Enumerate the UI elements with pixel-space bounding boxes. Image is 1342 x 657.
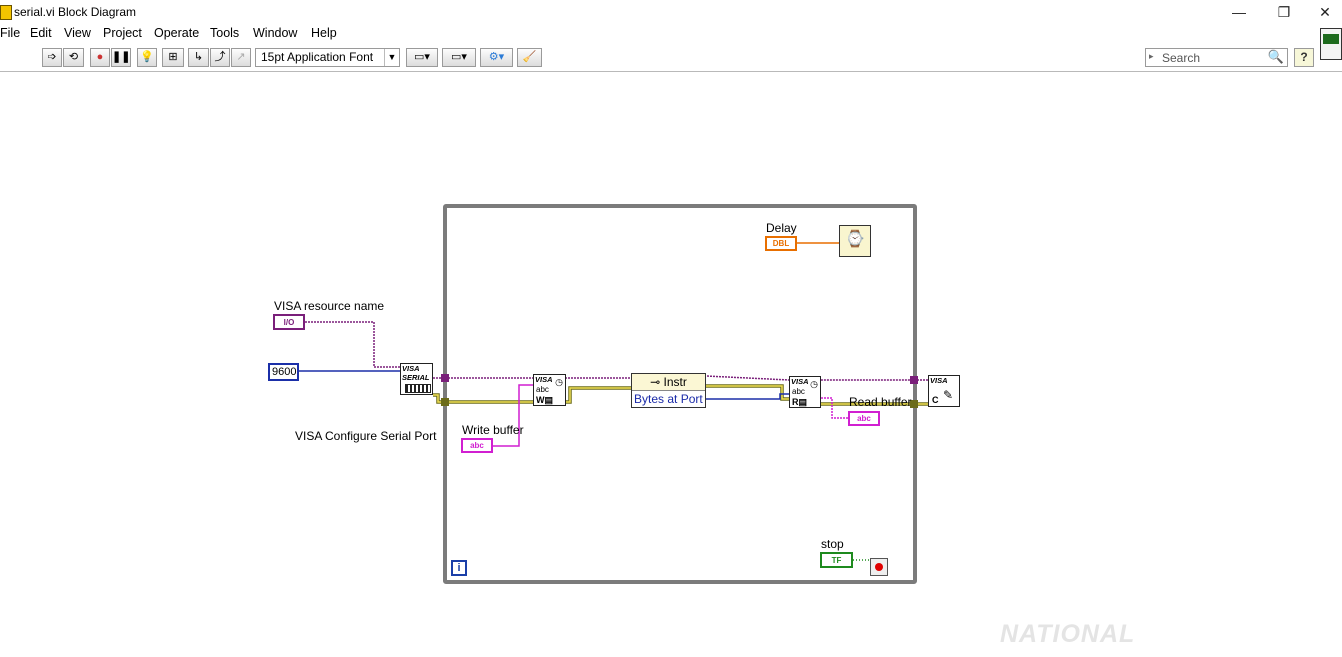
- property-node-class-text: Instr: [663, 375, 687, 389]
- step-out-button[interactable]: ↗: [231, 48, 251, 67]
- restore-button[interactable]: ❐: [1277, 4, 1291, 20]
- reorder-button[interactable]: ⚙▾: [480, 48, 513, 67]
- menu-edit[interactable]: Edit: [30, 26, 52, 40]
- delay-terminal[interactable]: DBL: [765, 236, 797, 251]
- menu-file[interactable]: File: [0, 26, 21, 40]
- loop-condition-terminal[interactable]: [870, 558, 888, 576]
- toolbar: ➩ ⟲ ● ❚❚ 💡 ⊞ ↳ ⤴ ↗ 15pt Application Font…: [0, 45, 1342, 72]
- menu-tools[interactable]: Tools: [210, 26, 240, 40]
- clean-up-diagram-button[interactable]: 🧹: [517, 48, 542, 67]
- step-into-button[interactable]: ↳: [188, 48, 209, 67]
- reference-icon: ⊸: [650, 375, 664, 389]
- refnum-tunnel-in[interactable]: [441, 374, 449, 382]
- visa-write-node[interactable]: VISA abc ◷ W▤: [533, 374, 566, 406]
- pencil-icon: ✎: [943, 388, 954, 402]
- distribute-objects-button[interactable]: ▭▾: [442, 48, 476, 67]
- wait-ms-node[interactable]: ⌚: [839, 225, 871, 257]
- search-mode-icon: ▸: [1149, 51, 1154, 61]
- search-input[interactable]: Search: [1162, 51, 1201, 65]
- clock-icon: ◷: [555, 377, 563, 387]
- close-button[interactable]: ✕: [1319, 4, 1331, 20]
- error-wire-a-inner: [433, 394, 533, 403]
- visa-close-node[interactable]: VISA C ✎: [928, 375, 960, 407]
- visa-resource-label: VISA resource name: [274, 299, 385, 313]
- ni-watermark: NATIONAL: [1000, 620, 1136, 648]
- pause-button[interactable]: ❚❚: [111, 48, 131, 67]
- context-help-button[interactable]: ?: [1294, 48, 1314, 67]
- font-selector-value: 15pt Application Font: [261, 50, 374, 64]
- abc-icon: abc: [792, 387, 805, 396]
- retain-wire-values-button[interactable]: ⊞: [162, 48, 184, 67]
- search-icon[interactable]: 🔍: [1267, 49, 1284, 64]
- highlight-execution-button[interactable]: 💡: [137, 48, 157, 67]
- visa-read-node[interactable]: VISA abc ◷ R▤: [789, 376, 821, 408]
- watch-icon: ⌚: [845, 231, 865, 248]
- write-buffer-wire: [493, 384, 534, 447]
- visa-resource-terminal[interactable]: I/O: [273, 314, 305, 330]
- minimize-button[interactable]: —: [1232, 4, 1246, 20]
- menu-operate[interactable]: Operate: [154, 26, 200, 40]
- read-buffer-label: Read buffer: [849, 395, 912, 409]
- visa-configure-serial-port-node[interactable]: VISA SERIAL: [400, 363, 433, 395]
- property-bytes-at-port[interactable]: Bytes at Port: [634, 392, 703, 406]
- chevron-down-icon: ▼: [384, 49, 399, 66]
- title-bar: serial.vi Block Diagram — ❐ ✕: [0, 0, 1342, 24]
- step-over-button[interactable]: ⤴: [210, 48, 230, 67]
- error-wire-b-inner: [566, 387, 632, 403]
- labview-app-icon: [0, 5, 12, 20]
- stop-terminal[interactable]: TF: [820, 552, 853, 568]
- vi-icon[interactable]: [1320, 28, 1342, 60]
- while-loop[interactable]: [443, 204, 917, 584]
- search-box[interactable]: ▸ Search 🔍: [1145, 48, 1288, 67]
- bytes-at-port-wire: [706, 393, 790, 400]
- visa-close-node-text: VISA: [930, 376, 948, 385]
- run-continuously-button[interactable]: ⟲: [63, 48, 84, 67]
- run-button[interactable]: ➩: [42, 48, 62, 67]
- visa-resource-wire: [305, 321, 401, 368]
- abc-icon: abc: [536, 385, 549, 394]
- visa-configure-node-text: VISA SERIAL: [402, 364, 430, 382]
- read-buffer-wire: [821, 397, 848, 419]
- menu-project[interactable]: Project: [103, 26, 142, 40]
- abort-button[interactable]: ●: [90, 48, 110, 67]
- property-node-class: ⊸ Instr: [632, 374, 705, 391]
- baud-rate-constant[interactable]: 9600: [268, 363, 299, 381]
- clock-icon: ◷: [810, 379, 818, 389]
- error-tunnel-out[interactable]: [910, 400, 918, 408]
- window-title: serial.vi Block Diagram: [14, 5, 137, 19]
- read-r-icon: R▤: [792, 397, 808, 407]
- menu-help[interactable]: Help: [311, 26, 337, 40]
- write-buffer-label: Write buffer: [462, 423, 524, 437]
- delay-label: Delay: [766, 221, 797, 235]
- menu-bar: File Edit View Project Operate Tools Win…: [0, 24, 1342, 44]
- visa-read-node-text: VISA: [791, 377, 809, 386]
- align-objects-button[interactable]: ▭▾: [406, 48, 438, 67]
- visa-write-node-text: VISA: [535, 375, 553, 384]
- stop-label: stop: [821, 537, 844, 551]
- property-node[interactable]: ⊸ Instr Bytes at Port: [631, 373, 706, 408]
- visa-configure-label: VISA Configure Serial Port: [295, 429, 437, 443]
- menu-view[interactable]: View: [64, 26, 91, 40]
- stop-sign-icon: [875, 563, 883, 571]
- serial-port-icon: [405, 384, 431, 393]
- write-buffer-terminal[interactable]: abc: [461, 438, 493, 453]
- menu-window[interactable]: Window: [253, 26, 298, 40]
- iteration-terminal[interactable]: i: [451, 560, 467, 576]
- vi-icon-graphic: [1323, 34, 1339, 44]
- error-wire-c-inner: [706, 385, 790, 400]
- close-c-icon: C: [932, 395, 939, 405]
- write-w-icon: W▤: [536, 395, 553, 405]
- font-selector[interactable]: 15pt Application Font ▼: [255, 48, 400, 67]
- read-buffer-terminal[interactable]: abc: [848, 411, 880, 426]
- refnum-tunnel-out[interactable]: [910, 376, 918, 384]
- error-tunnel-in[interactable]: [441, 398, 449, 406]
